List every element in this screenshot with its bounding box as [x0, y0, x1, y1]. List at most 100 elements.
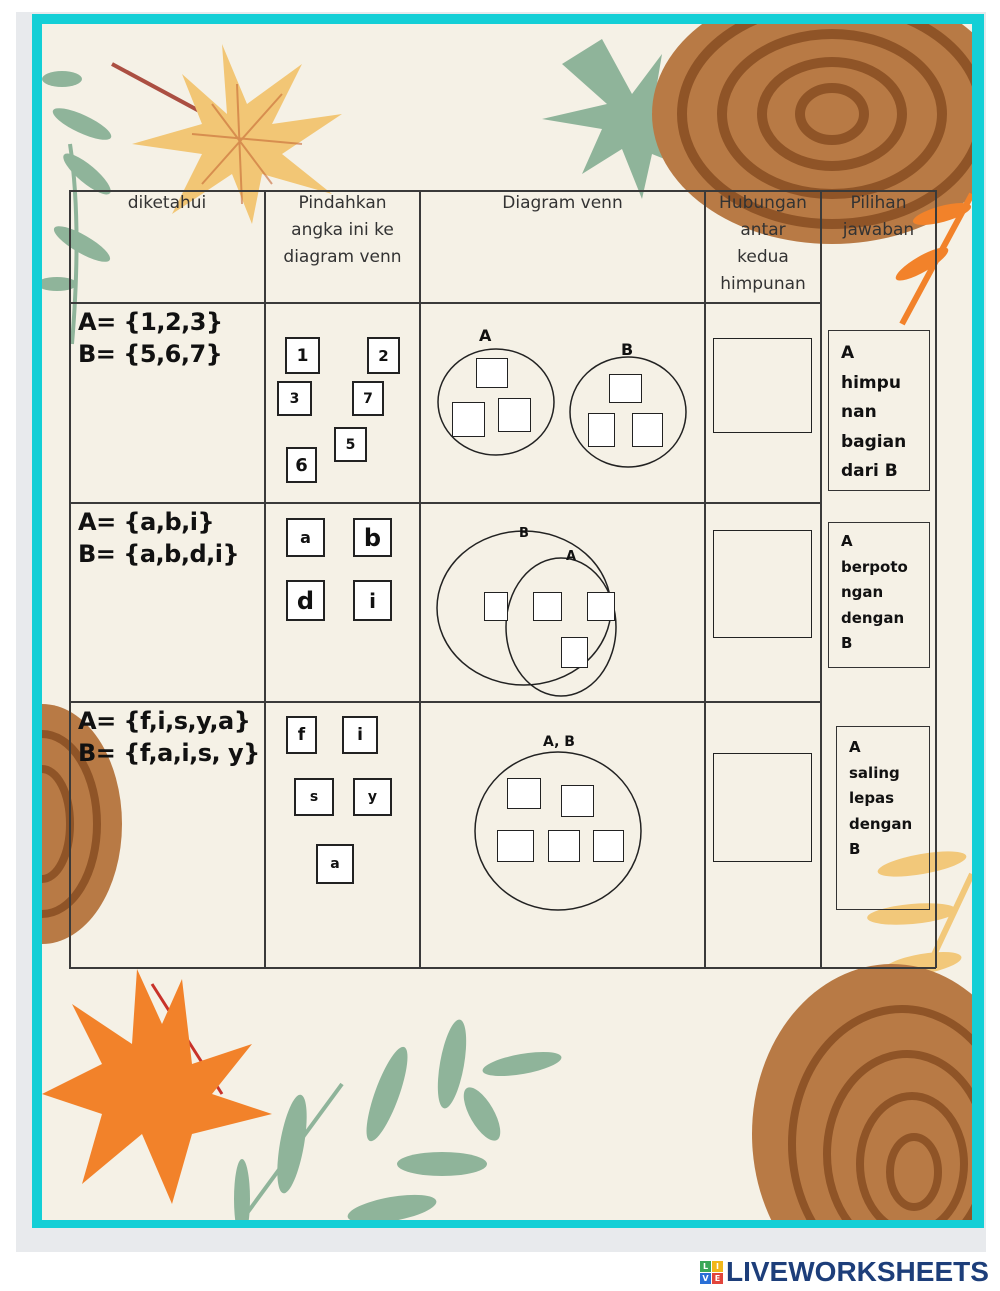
choice-text-line: A	[841, 343, 855, 363]
answer-choice-disjoint[interactable]: A saling lepas dengan B	[836, 726, 930, 910]
liveworksheets-logo[interactable]: L I V E LIVEWORKSHEETS	[700, 1256, 989, 1288]
venn-drop-slot[interactable]	[452, 402, 485, 437]
draggable-tile[interactable]: i	[353, 580, 392, 621]
choice-text-line: dengan	[841, 608, 905, 627]
choice-text-line: saling	[849, 763, 900, 782]
row3-given: A= {f,i,s,y,a} B= {f,a,i,s, y}	[78, 705, 260, 769]
draggable-tile[interactable]: 7	[352, 381, 384, 416]
header-choices: Pilihan jawaban	[821, 190, 936, 244]
venn-diagram-equal	[474, 751, 642, 911]
relation-answer-box[interactable]	[713, 530, 812, 638]
draggable-tile[interactable]: a	[316, 844, 354, 884]
draggable-tile[interactable]: b	[353, 518, 392, 557]
draggable-tile[interactable]: s	[294, 778, 334, 816]
header-venn-label: Diagram venn	[502, 193, 623, 213]
venn-drop-slot[interactable]	[609, 374, 642, 403]
draggable-tile[interactable]: 6	[286, 447, 317, 483]
table-divider-row1	[69, 502, 820, 504]
venn-drop-slot[interactable]	[593, 830, 624, 862]
draggable-tile[interactable]: i	[342, 716, 378, 754]
draggable-tile[interactable]: d	[286, 580, 325, 621]
set-a-definition: A= {f,i,s,y,a}	[78, 707, 251, 735]
choice-text-line: dari B	[841, 461, 898, 481]
header-move-line: angka ini ke	[291, 220, 394, 240]
draggable-tile[interactable]: 2	[367, 337, 400, 374]
venn-label-a: A	[566, 549, 577, 564]
decorative-illustrations	[42, 24, 972, 1220]
venn-circle-a	[505, 557, 617, 697]
choice-text-line: ngan	[841, 583, 884, 601]
draggable-tile[interactable]: a	[286, 518, 325, 557]
choice-text-line: lepas	[849, 789, 895, 807]
venn-drop-slot[interactable]	[497, 830, 534, 862]
choice-text-line: B	[841, 634, 853, 652]
row1-given: A= {1,2,3} B= {5,6,7}	[78, 306, 223, 370]
table-col-divider-1	[264, 190, 266, 968]
venn-drop-slot[interactable]	[548, 830, 580, 862]
choice-text-line: dengan	[849, 814, 913, 833]
header-given-label: diketahui	[127, 193, 207, 213]
set-a-definition: A= {1,2,3}	[78, 308, 223, 336]
venn-circle-b	[569, 356, 687, 468]
venn-drop-slot[interactable]	[561, 637, 588, 668]
header-given: diketahui	[69, 190, 265, 217]
badge-letter: I	[712, 1260, 723, 1272]
table-border-top	[69, 190, 936, 192]
venn-diagram-disjoint	[437, 348, 687, 468]
draggable-tile[interactable]: 3	[277, 381, 312, 416]
venn-drop-slot[interactable]	[561, 785, 594, 817]
draggable-tile[interactable]: y	[353, 778, 392, 816]
header-relation: Hubungan antar kedua himpunan	[705, 190, 821, 298]
table-grid	[69, 190, 937, 969]
header-choices-line: Pilihan	[850, 193, 907, 213]
table-col-divider-3	[704, 190, 706, 968]
set-b-definition: B= {f,a,i,s, y}	[78, 739, 260, 767]
answer-choice-intersect[interactable]: A berpoto ngan dengan B	[828, 522, 930, 668]
live-badge-icon: L I V E	[700, 1260, 723, 1284]
brand-name: LIVEWORKSHEETS	[726, 1256, 989, 1287]
header-relation-line: himpunan	[720, 274, 806, 294]
venn-circle-a	[437, 348, 555, 456]
venn-drop-slot[interactable]	[588, 413, 615, 447]
header-relation-line: antar	[740, 220, 786, 240]
table-col-divider-4	[820, 190, 822, 968]
choice-text-line: A	[849, 738, 861, 756]
draggable-tile[interactable]: 5	[334, 427, 367, 462]
badge-letter: E	[712, 1272, 723, 1284]
choice-text-line: A	[841, 532, 853, 550]
venn-drop-slot[interactable]	[533, 592, 562, 621]
venn-drop-slot[interactable]	[632, 413, 663, 447]
draggable-tile[interactable]: 1	[285, 337, 320, 374]
header-venn: Diagram venn	[420, 190, 705, 217]
table-col-divider-2	[419, 190, 421, 968]
venn-drop-slot[interactable]	[484, 592, 508, 621]
table-border-right	[935, 190, 937, 968]
badge-letter: L	[700, 1260, 711, 1272]
venn-label-b: B	[621, 340, 634, 359]
venn-drop-slot[interactable]	[587, 592, 615, 621]
venn-drop-slot[interactable]	[498, 398, 531, 432]
table-divider-header	[69, 302, 820, 304]
venn-drop-slot[interactable]	[507, 778, 541, 809]
venn-circle-ab	[474, 751, 642, 911]
orange-leaf-illustration	[42, 969, 272, 1204]
draggable-tile[interactable]: f	[286, 716, 317, 754]
answer-choice-subset[interactable]: A himpu nan bagian dari B	[828, 330, 930, 491]
green-branch-illustration-bottom	[234, 1019, 562, 1220]
worksheet-paper	[42, 24, 972, 1220]
wood-slice-illustration-bottom	[752, 964, 972, 1220]
venn-drop-slot[interactable]	[476, 358, 508, 388]
relation-answer-box[interactable]	[713, 753, 812, 862]
choice-text-line: nan	[841, 402, 877, 422]
set-b-definition: B= {a,b,d,i}	[78, 540, 240, 568]
table-border-left	[69, 190, 71, 968]
header-move-line: Pindahkan	[298, 193, 387, 213]
choice-text-line: himpu	[841, 372, 901, 393]
table-divider-row2	[69, 701, 820, 703]
relation-answer-box[interactable]	[713, 338, 812, 433]
badge-letter: V	[700, 1272, 711, 1284]
row2-given: A= {a,b,i} B= {a,b,d,i}	[78, 506, 240, 570]
header-move: Pindahkan angka ini ke diagram venn	[265, 190, 420, 271]
table-border-bottom	[69, 967, 936, 969]
venn-diagram-subset	[436, 530, 617, 697]
